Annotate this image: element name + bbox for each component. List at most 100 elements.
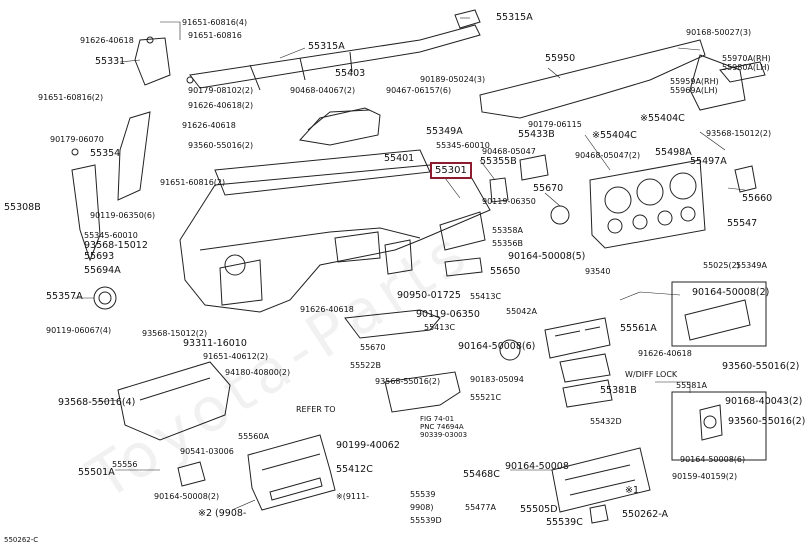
callout: 55358A — [492, 226, 523, 235]
left-bracket-drawing — [71, 36, 194, 262]
callout: 55694A — [84, 265, 121, 276]
callout: PNC 74694A — [420, 423, 464, 431]
callout: 55693 — [84, 251, 115, 262]
callout: 91626-40618(2) — [188, 101, 254, 110]
callout: 55381B — [600, 385, 637, 396]
callout: 90199-40062 — [336, 440, 400, 451]
callout: 90119-06350 — [482, 197, 536, 206]
callout: 90183-05094 — [470, 375, 524, 384]
callout: 90164-50008(2) — [154, 492, 220, 501]
callout: 91651-60816 — [188, 31, 242, 40]
callout: 55357A — [46, 291, 83, 302]
callout: ※55404C — [640, 113, 685, 124]
callout: 55349A — [736, 261, 767, 270]
callout: 90164-50008(2) — [692, 287, 770, 298]
callout: 55354 — [90, 148, 121, 159]
callout: 91651-60816(2) — [38, 93, 104, 102]
callout: 55401 — [384, 153, 415, 164]
callout: 55042A — [506, 307, 537, 316]
callout: 55670 — [533, 183, 564, 194]
callout: 55539C — [546, 517, 583, 528]
callout: 90468-05047 — [482, 147, 536, 156]
callout: 55331 — [95, 56, 126, 67]
callout: 55345-60010 — [436, 141, 490, 150]
callout: 93560-55016(2) — [722, 361, 800, 372]
callout: 55025(2) — [703, 261, 740, 270]
callout: 90339-03003 — [420, 431, 468, 439]
callout: ※(9111- — [336, 492, 370, 501]
callout: 55959A(RH) — [670, 77, 719, 86]
callout: 55980A(LH) — [722, 63, 770, 72]
callout: 93311-16010 — [183, 338, 247, 349]
right-duct-drawing — [479, 39, 766, 119]
callout: 90164-50008(6) — [680, 455, 746, 464]
callout: 55581A — [676, 381, 707, 390]
callout: 55970A(RH) — [722, 54, 771, 63]
callout: 91651-60816(2) — [160, 178, 226, 187]
callout: 90168-40043(2) — [725, 396, 803, 407]
callout: 55315A — [308, 41, 345, 52]
callout: 90168-50027(3) — [686, 28, 752, 37]
callout: 90179-08102(2) — [188, 86, 254, 95]
callout: 90164-50008(6) — [458, 341, 536, 352]
callout: 55403 — [335, 68, 366, 79]
callout: 55413C — [470, 292, 502, 301]
callout: 55468C — [463, 469, 500, 480]
callout: 91626-40618 — [80, 36, 134, 45]
callout: 91651-40612(2) — [203, 352, 269, 361]
callout: 93540 — [585, 267, 611, 276]
callout: 93568-15012 — [84, 240, 148, 251]
callout: 91626-40618 — [182, 121, 236, 130]
callout: 55308B — [4, 202, 41, 213]
callout: 90119-06350 — [416, 309, 480, 320]
callout: ※55404C — [592, 130, 637, 141]
callout: 55432D — [590, 417, 622, 426]
callout: 55433B — [518, 129, 555, 140]
callout: 90468-04067(2) — [290, 86, 356, 95]
cluster-finish-panel-drawing — [589, 159, 757, 249]
callout: FIG 74-01 — [420, 415, 455, 423]
panel-garnish-drawing — [299, 107, 381, 146]
callout: 93568-55016(4) — [58, 397, 136, 408]
callout: 55560A — [238, 432, 269, 441]
callout: 94180-40800(2) — [225, 368, 291, 377]
callout: 90179-06115 — [528, 120, 582, 129]
callout: 55950 — [545, 53, 576, 64]
callout: 90468-05047(2) — [575, 151, 641, 160]
callout: 55349A — [426, 126, 463, 137]
callout: 90164-50008(5) — [508, 251, 586, 262]
callout: 93568-15012(2) — [706, 129, 772, 138]
callout: 90164-50008 — [505, 461, 569, 472]
callout: REFER TO — [296, 405, 336, 414]
callout: 55539D — [410, 516, 442, 525]
callout: 90189-05024(3) — [420, 75, 486, 84]
callout: 55670 — [360, 343, 386, 352]
callout: 55505D — [520, 504, 558, 515]
figure-code: 550262-C — [4, 536, 39, 544]
callout: 55413C — [424, 323, 456, 332]
inset-boxes — [671, 281, 767, 461]
callout: 55561A — [620, 323, 657, 334]
switch-panel-drawing — [544, 317, 651, 524]
defroster-nozzle-drawing — [189, 9, 481, 91]
callout: 55355B — [480, 156, 517, 167]
callout: ※1 — [625, 485, 640, 496]
glove-box-drawing — [117, 361, 336, 511]
callout: 55660 — [742, 193, 773, 204]
callout: 55412C — [336, 464, 373, 475]
callout: 55547 — [727, 218, 758, 229]
callout: 550262-A — [622, 509, 668, 520]
small-parts-drawing — [93, 154, 570, 413]
callout: 90119-06067(4) — [46, 326, 112, 335]
callout: 93568-15012(2) — [142, 329, 208, 338]
callout: 93560-55016(2) — [188, 141, 254, 150]
callout: W/DIFF LOCK — [625, 370, 678, 379]
callout: 55498A — [655, 147, 692, 158]
callout: 55315A — [496, 12, 533, 23]
callout: 91626-40618 — [638, 349, 692, 358]
callout: 90159-40159(2) — [672, 472, 738, 481]
callout: 91651-60816(4) — [182, 18, 248, 27]
callout: 9908) — [410, 503, 434, 512]
